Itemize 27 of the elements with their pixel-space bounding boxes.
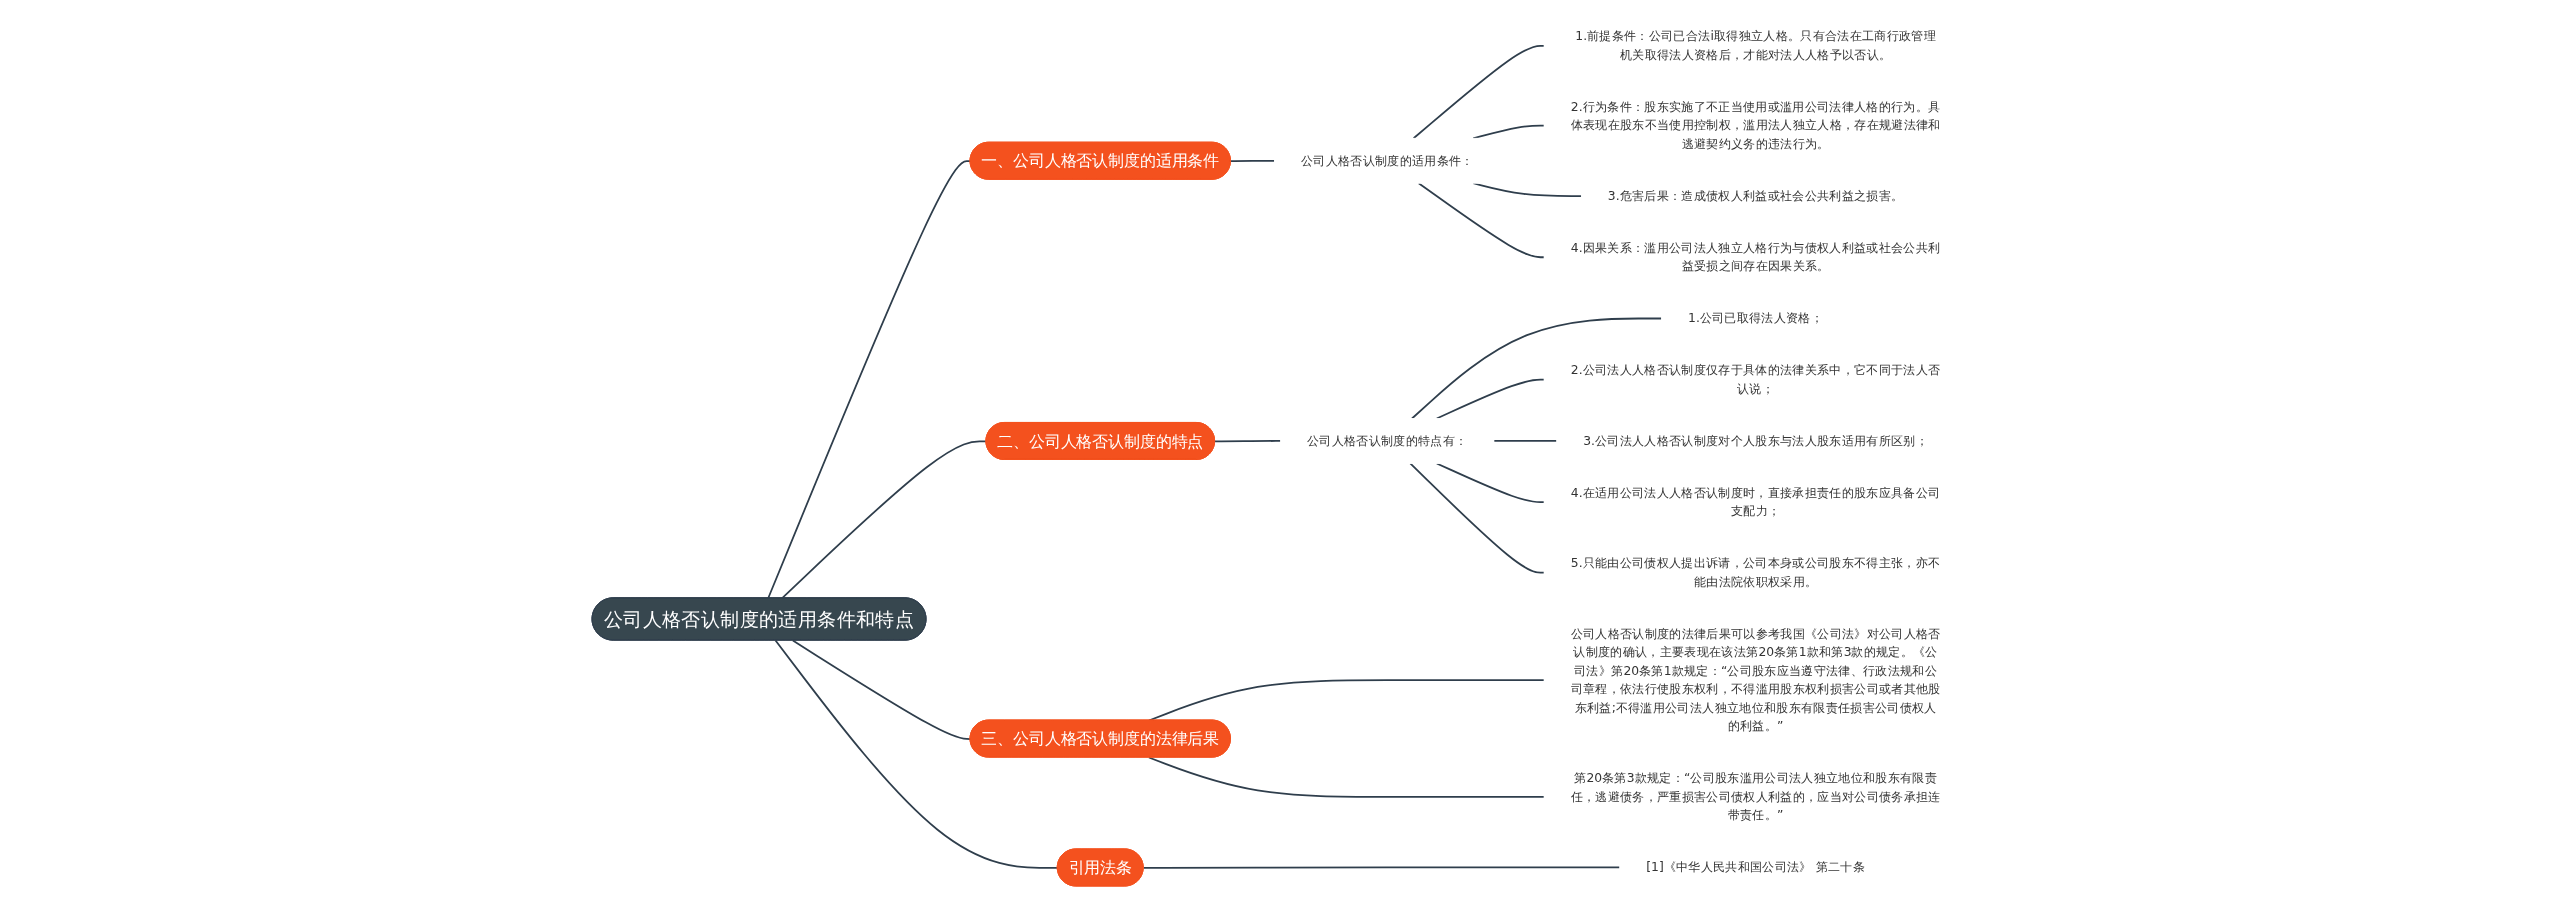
node-text: 4.因果关系：滥用公司法人独立人格行为与债权人利益或社会公共利益受损之间存在因果关系。 (1571, 240, 1941, 274)
connector (792, 639, 972, 740)
connector (1143, 866, 1622, 869)
node-text: 公司人格否认制度的适用条件： (1301, 153, 1475, 168)
connector (1411, 317, 1663, 420)
node-text: 2.公司法人人格否认制度仅存于具体的法律关系中，它不同于法人否认说； (1571, 362, 1941, 396)
connector (1413, 44, 1546, 140)
connector (1436, 378, 1546, 420)
node-text: 3.危害后果：造成债权人利益或社会公共利益之损害。 (1608, 188, 1904, 203)
node-text: 1.公司已取得法人资格； (1688, 311, 1824, 326)
connector (1409, 462, 1546, 574)
connector (1214, 440, 1282, 443)
connector (1230, 159, 1276, 163)
node-text: 1.前提条件：公司已合法i取得独立人格。只有合法在工商行政管理机关取得法人资格后，才能对法人人格予以否认。 (1575, 29, 1937, 62)
node-text: 公司人格否认制度的特点有： (1307, 433, 1468, 448)
node-text: 4.在适用公司法人人格否认制度时，直接承担责任的股东应具备公司支配力； (1571, 485, 1941, 519)
node-text: [1]《中华人民共和国公司法》 第二十条 (1646, 859, 1866, 875)
connector (1148, 756, 1546, 798)
node-text: 3.公司法人人格否认制度对个人股东与法人股东适用有所区别； (1583, 433, 1929, 448)
node-text: 2.行为条件：股东实施了不正当使用或滥用公司法律人格的行为。具体表现在股东不当使用控制权，滥用法人独立人格，存在规避法律和逃避契约义务的违法行为。 (1570, 99, 1942, 151)
connector (1493, 440, 1559, 442)
node-text: 5.只能由公司债权人提出诉请，公司本身或公司股东不得主张，亦不能由法院依职权采用。 (1571, 555, 1941, 589)
node-text: 公司人格否认制度的法律后果可以参考我国《公司法》对公司人格否认制度的确认，主要表现在该法第20条第1款和第3款的规定。《公司法》第20条第1款规定：“公司股东应当遵守法律、行政法规和公司章程，依法行使股东权利，不得滥用股东权利损害公司或者其他股东利益;不得滥用公司法人独立地位和股东有限责任损害公司债权人的利益。” (1570, 626, 1942, 734)
connector (1418, 182, 1546, 259)
node-text: 第20条第3款规定：“公司股东滥用公司法人独立地位和股东有限责任，逃避债务，严重损害公司债权人利益的，应当对公司债务承担连带责任。” (1570, 770, 1942, 823)
connector (1436, 462, 1546, 504)
connector (1472, 124, 1546, 140)
